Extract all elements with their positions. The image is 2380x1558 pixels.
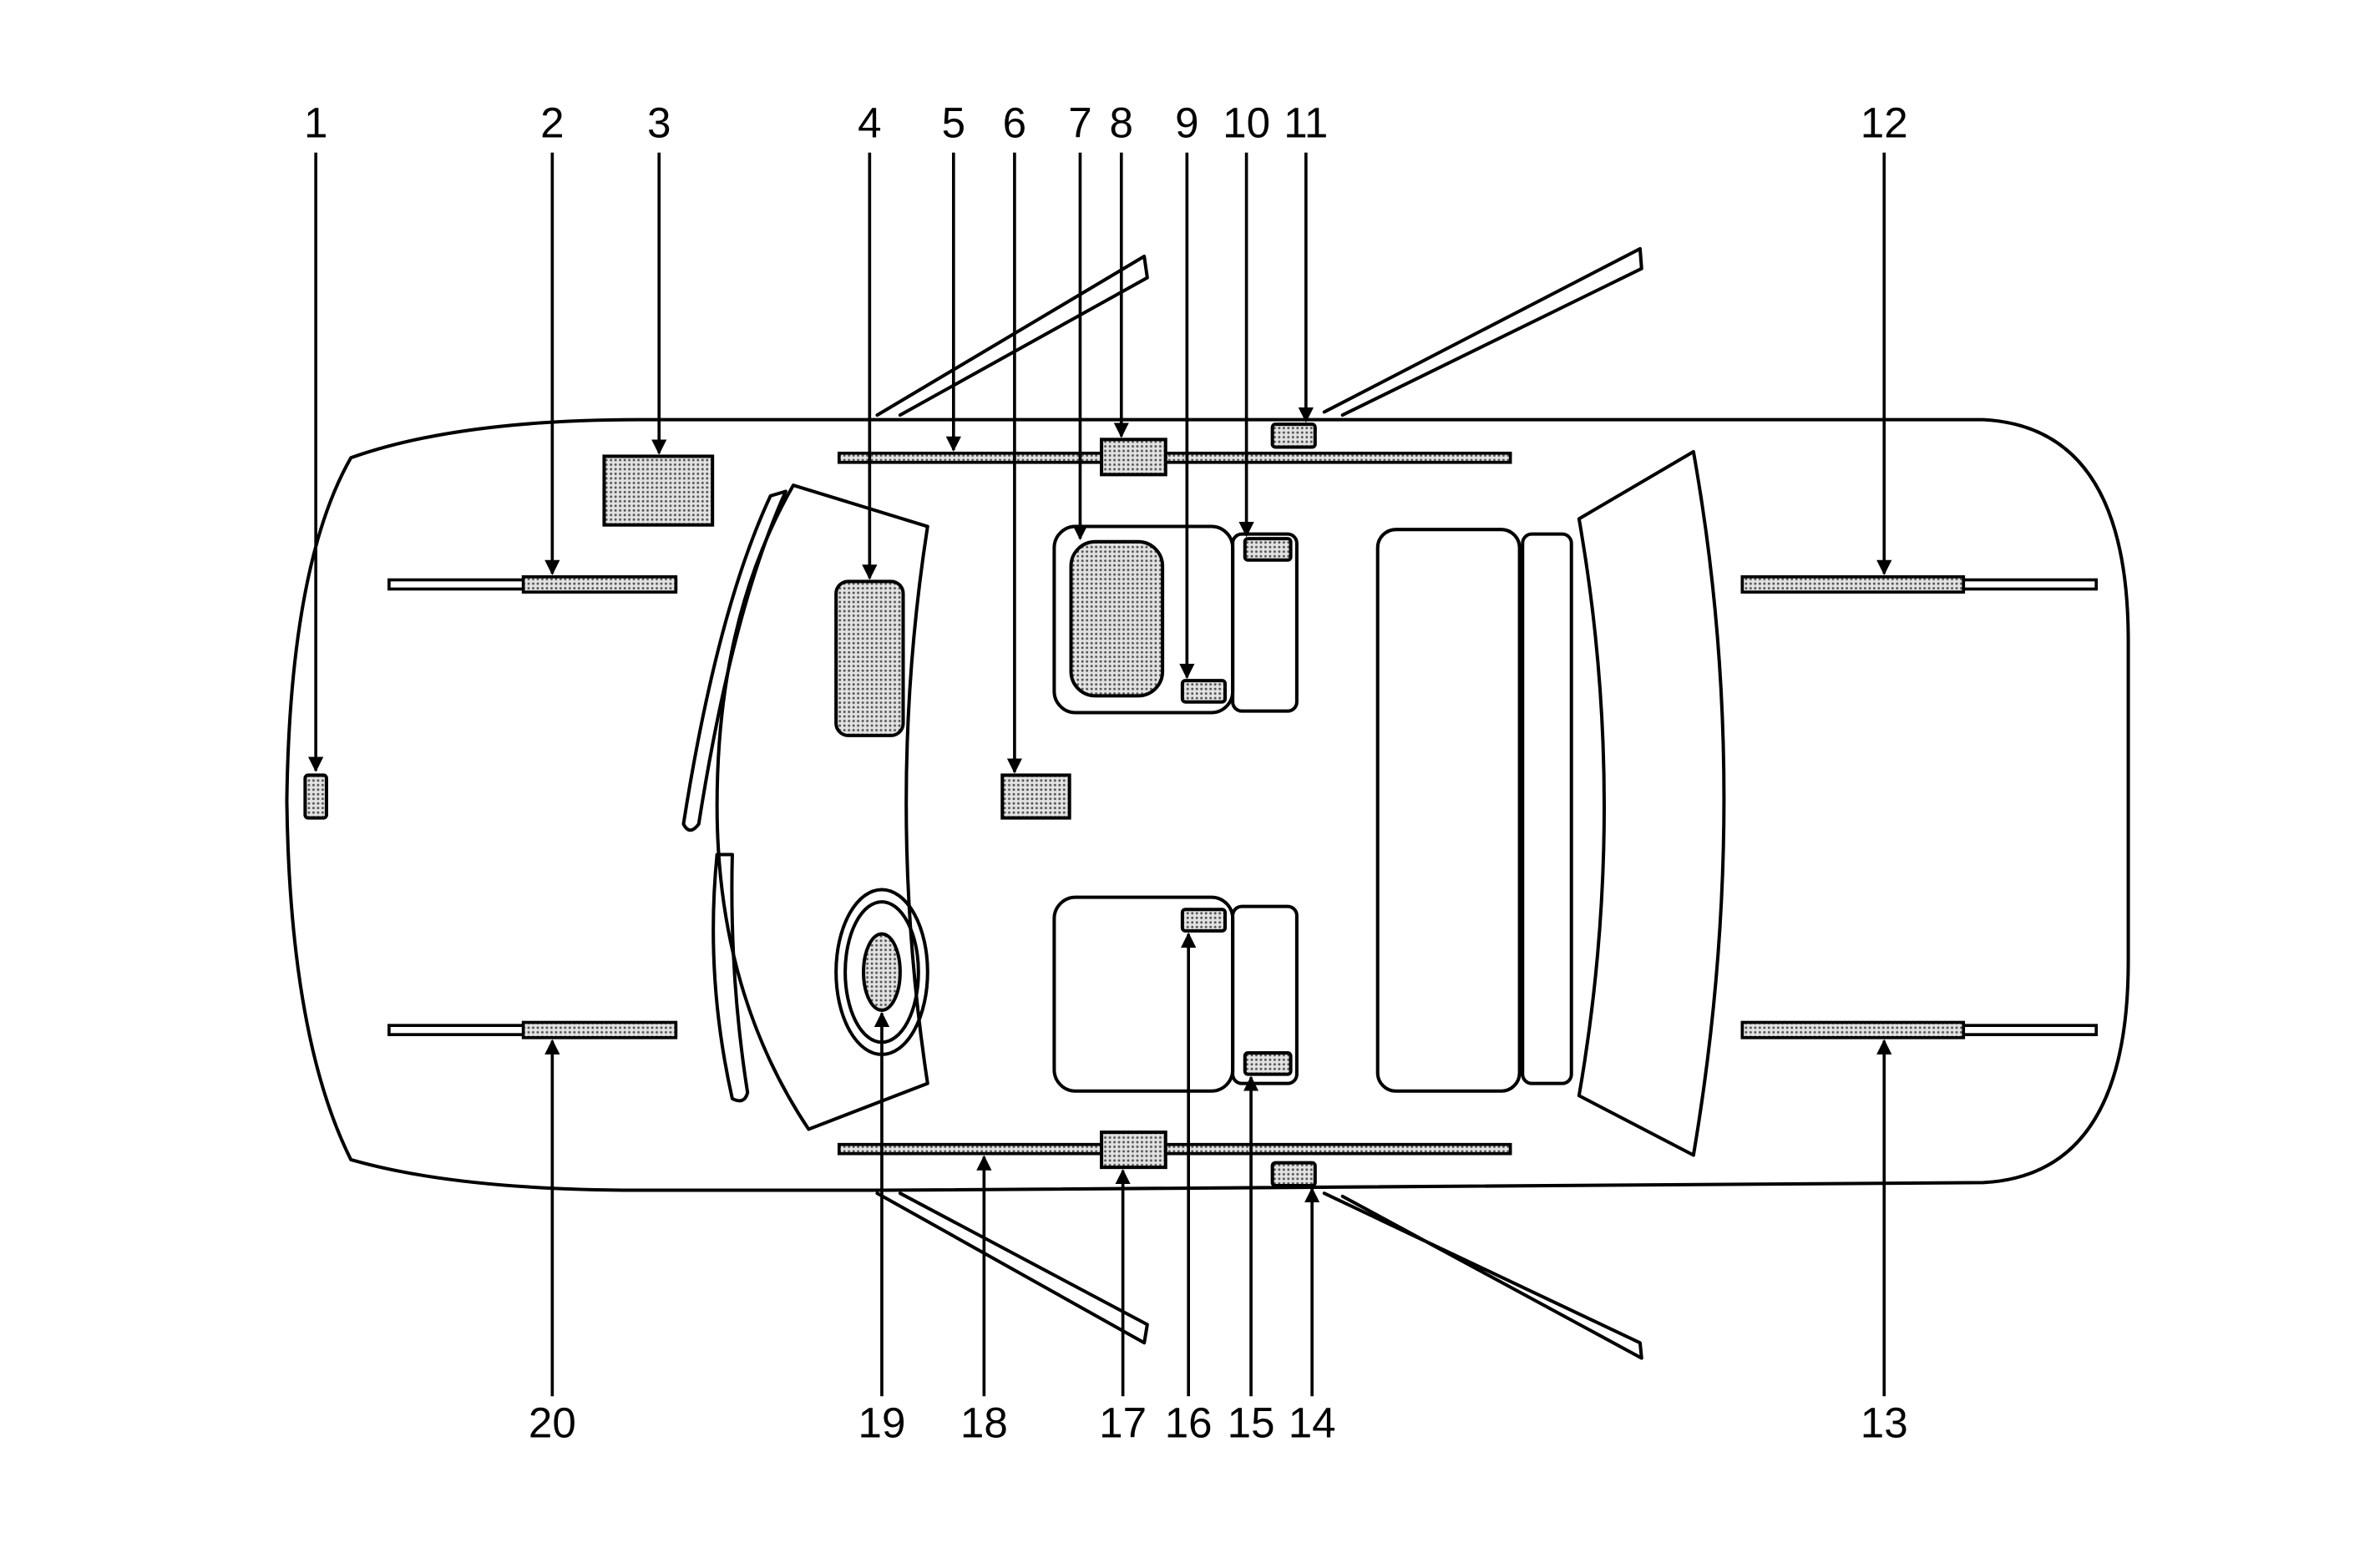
wiper-lower: [711, 852, 750, 1103]
callout-20: 20: [529, 1399, 576, 1447]
right-rear-door-sensor: [1270, 1161, 1317, 1188]
front-right-sensor: [521, 1020, 678, 1040]
callout-19: 19: [858, 1399, 906, 1447]
front-right-door-open: [875, 1191, 1149, 1345]
left-side-rail: [837, 451, 1512, 464]
callout-4: 4: [858, 99, 881, 146]
rear-right-door-open: [1322, 1191, 1643, 1360]
rear-seat-back: [1521, 532, 1573, 1085]
left-seat-belt-sensor: [1180, 679, 1228, 704]
left-seatback-sensor: [1243, 537, 1293, 562]
right-side-rail: [837, 1142, 1512, 1156]
callout-3: 3: [647, 99, 671, 146]
car-body-outline: [285, 417, 2130, 1192]
front-left-sensor: [521, 575, 678, 594]
rear-left-door-open: [1322, 246, 1643, 417]
callout-8: 8: [1110, 99, 1133, 146]
callout-18: 18: [960, 1399, 1008, 1447]
callout-14: 14: [1289, 1399, 1336, 1447]
callout-11: 11: [1284, 99, 1328, 146]
rear-right-sensor: [1740, 1020, 1966, 1040]
engine-module: [602, 454, 715, 527]
front-left-door-open: [875, 255, 1149, 417]
passenger-seat-back: [1231, 904, 1299, 1085]
callout-12: 12: [1861, 99, 1908, 146]
callout-16: 16: [1165, 1399, 1213, 1447]
callout-5: 5: [942, 99, 965, 146]
callout-10: 10: [1223, 99, 1270, 146]
callout-13: 13: [1861, 1399, 1908, 1447]
callout-15: 15: [1228, 1399, 1275, 1447]
rear-seat-cushion: [1375, 528, 1522, 1093]
rear-window: [1577, 449, 1726, 1157]
right-seatback-sensor: [1243, 1051, 1293, 1076]
callout-9: 9: [1175, 99, 1198, 146]
left-curtain-module: [1100, 438, 1167, 477]
front-impact-sensor: [303, 773, 328, 820]
wiper-upper: [681, 489, 787, 832]
driver-seat-back: [1231, 532, 1299, 713]
callout-2: 2: [540, 99, 564, 146]
driver-seat-airbag: [1069, 539, 1165, 698]
center-module: [1000, 773, 1071, 820]
right-curtain-module: [1100, 1131, 1167, 1170]
callout-6: 6: [1003, 99, 1026, 146]
steering-wheel-airbag: [862, 932, 902, 1012]
right-seat-belt-sensor: [1180, 908, 1228, 933]
rear-left-sensor: [1740, 575, 1966, 594]
callout-17: 17: [1099, 1399, 1147, 1447]
callout-7: 7: [1068, 99, 1091, 146]
left-rear-door-sensor: [1270, 422, 1317, 449]
instrument-panel-airbag: [834, 579, 905, 737]
callout-1: 1: [304, 99, 327, 146]
